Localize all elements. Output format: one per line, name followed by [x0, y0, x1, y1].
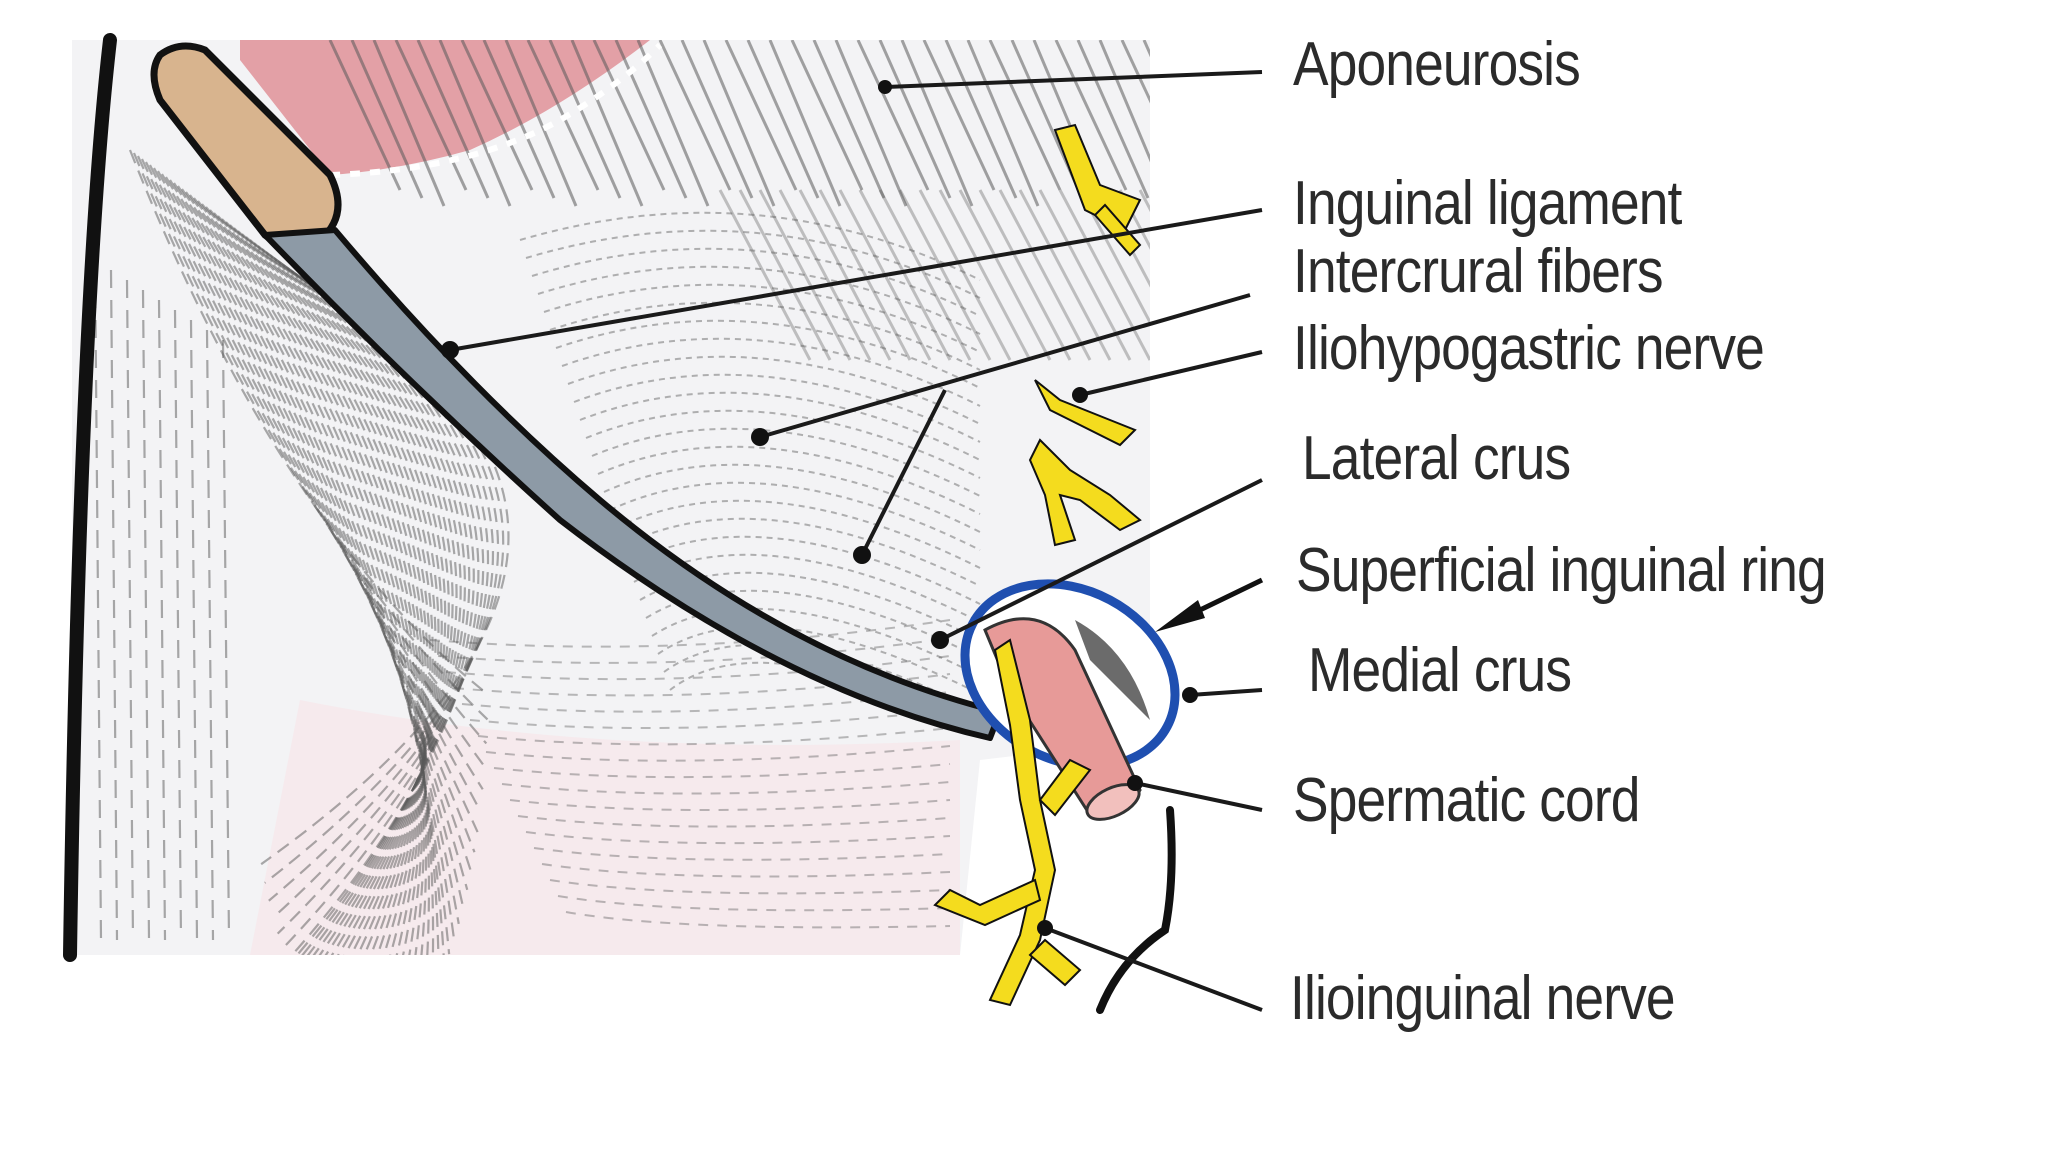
muscle-band [240, 40, 650, 175]
label-aponeurosis: Aponeurosis [1293, 30, 1581, 99]
superficial-ring-arrow-shaft [1198, 577, 1264, 613]
iliohypogastric-nerve [1028, 123, 1142, 547]
label-spermatic-cord: Spermatic cord [1293, 766, 1640, 835]
label-inguinal-ligament: Inguinal ligament [1293, 169, 1682, 238]
label-ilioinguinal-nerve: Ilioinguinal nerve [1290, 964, 1676, 1033]
left-border [63, 33, 117, 962]
spermatic-cord-wall [1096, 806, 1176, 1014]
label-iliohypogastric-nerve: Iliohypogastric nerve [1293, 314, 1765, 383]
superficial-ring-arrowhead [1155, 600, 1205, 632]
label-superficial-inguinal-ring: Superficial inguinal ring [1296, 536, 1827, 605]
ilioinguinal-nerve [933, 638, 1092, 1007]
leader-lines [449, 70, 1263, 1012]
muscle-boundary [329, 42, 663, 178]
label-lateral-crus: Lateral crus [1302, 424, 1571, 493]
label-intercrural-fibers: Intercrural fibers [1293, 237, 1664, 306]
label-medial-crus: Medial crus [1308, 636, 1572, 705]
leader-dots [441, 80, 1198, 936]
medial-crus-fold [1075, 620, 1150, 720]
